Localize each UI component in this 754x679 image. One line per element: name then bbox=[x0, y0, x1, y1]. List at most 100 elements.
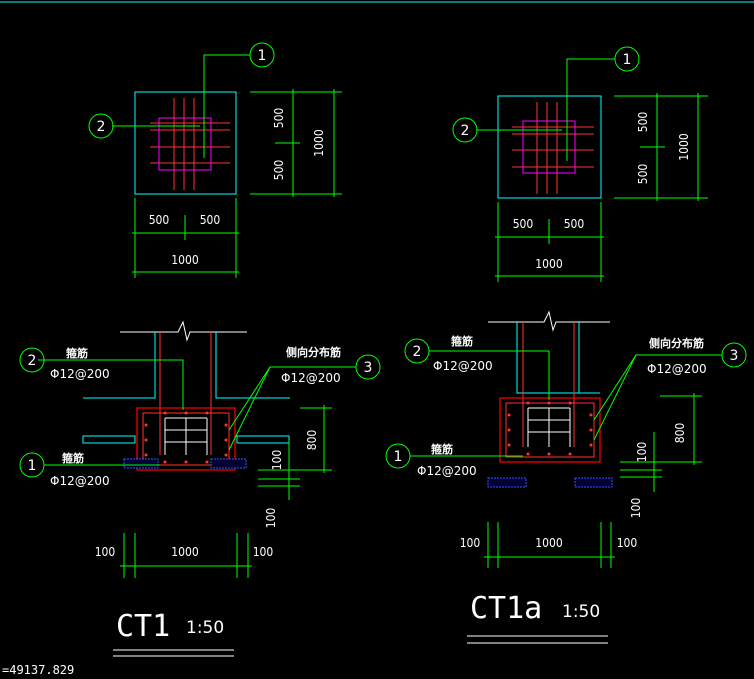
label-side-bar-name: 侧向分布筋 bbox=[649, 336, 704, 350]
dim-total-bottom: 1000 bbox=[171, 253, 199, 267]
cushion-left bbox=[82, 435, 136, 444]
leader-3b bbox=[593, 354, 637, 441]
plan-view-ct1a[interactable]: 1 2 500 500 1000 500 500 1000 bbox=[452, 46, 708, 282]
dim-top-left: 500 bbox=[513, 217, 534, 231]
section-scale: 1:50 bbox=[562, 602, 600, 622]
label-side-bar-name: 侧向分布筋 bbox=[286, 345, 341, 359]
label-stirrup-bottom-spec: Φ12@200 bbox=[50, 474, 110, 488]
dim-cover-2: 100 bbox=[629, 498, 643, 519]
dim-height: 800 bbox=[305, 430, 319, 451]
section-title: CT1 bbox=[116, 609, 170, 644]
rebar-grid bbox=[512, 102, 594, 194]
label-side-bar-spec: Φ12@200 bbox=[281, 371, 341, 385]
leader-1 bbox=[203, 54, 250, 158]
dim-top-left: 500 bbox=[149, 213, 170, 227]
marker-text-2: 2 bbox=[97, 119, 106, 135]
rebar-dots bbox=[144, 411, 228, 464]
dim-right-top: 500 bbox=[272, 108, 286, 129]
gravel-left bbox=[123, 458, 159, 469]
pile-cap-internal-bars bbox=[164, 417, 208, 455]
label-stirrup-top-name: 箍筋 bbox=[66, 346, 88, 360]
marker-text-2: 2 bbox=[461, 123, 470, 139]
dim-right-top: 500 bbox=[636, 112, 650, 133]
column-outline bbox=[134, 91, 237, 195]
marker-text-2: 2 bbox=[28, 353, 37, 369]
pile-cap-stirrup bbox=[505, 402, 595, 458]
section-dims-horizontal bbox=[484, 522, 615, 568]
gravel-right bbox=[210, 458, 247, 469]
pile-cap-outline bbox=[136, 407, 236, 471]
gravel-right bbox=[574, 477, 613, 488]
column-outline bbox=[516, 322, 600, 394]
dim-top-right: 500 bbox=[564, 217, 585, 231]
marker-circle-2 bbox=[88, 113, 114, 139]
marker-circle-1 bbox=[249, 42, 275, 68]
dim-total-bottom: 1000 bbox=[535, 257, 563, 271]
dim-cover-1: 100 bbox=[635, 442, 649, 463]
section-view-ct1a[interactable]: 2 1 3 箍筋 Φ12@200 箍筋 Φ12@200 侧向分布筋 Φ12@20… bbox=[385, 310, 747, 644]
leader-1 bbox=[566, 58, 615, 161]
rebar-grid bbox=[150, 98, 230, 190]
cushion-right bbox=[236, 435, 290, 444]
column-break-line bbox=[488, 310, 610, 332]
dim-cover-2: 100 bbox=[264, 508, 278, 529]
plan-dims-bottom bbox=[132, 198, 239, 278]
label-stirrup-bottom-spec: Φ12@200 bbox=[417, 464, 477, 478]
label-stirrup-top-spec: Φ12@200 bbox=[433, 359, 493, 373]
dim-cover-1: 100 bbox=[270, 450, 284, 471]
marker-text-3: 3 bbox=[730, 348, 739, 364]
dim-height: 800 bbox=[673, 423, 687, 444]
plan-dims-bottom bbox=[495, 202, 604, 282]
dim-total-right: 1000 bbox=[677, 133, 691, 161]
section-view-ct1[interactable]: 2 1 3 箍筋 Φ12@200 箍筋 Φ12@200 侧向分布筋 Φ12@20… bbox=[19, 320, 381, 657]
column-rebars bbox=[159, 332, 212, 455]
marker-text-1: 1 bbox=[258, 48, 267, 64]
pile-cap-internal-bars bbox=[527, 407, 571, 447]
marker-circle-3 bbox=[355, 354, 381, 380]
dim-mid: 1000 bbox=[535, 536, 563, 550]
marker-circle-1 bbox=[19, 452, 45, 478]
dim-right-bottom: 500 bbox=[636, 164, 650, 185]
label-stirrup-bottom-name: 箍筋 bbox=[62, 451, 84, 465]
dim-right: 100 bbox=[617, 536, 638, 550]
marker-text-1: 1 bbox=[623, 52, 632, 68]
marker-circle-1 bbox=[385, 443, 411, 469]
column-outline bbox=[497, 95, 602, 199]
marker-circle-1 bbox=[614, 46, 640, 72]
plan-view-ct1[interactable]: 1 2 500 500 1000 500 500 1000 bbox=[88, 42, 342, 278]
section-dims-vertical bbox=[258, 405, 332, 500]
marker-circle-2 bbox=[452, 117, 478, 143]
section-dims-vertical bbox=[620, 393, 702, 492]
dim-total-right: 1000 bbox=[312, 129, 326, 157]
coordinate-readout: =49137.829 bbox=[2, 663, 74, 677]
dim-top-right: 500 bbox=[200, 213, 221, 227]
plan-dims-right bbox=[250, 89, 342, 197]
leader-2 bbox=[38, 359, 184, 410]
label-stirrup-top-name: 箍筋 bbox=[451, 334, 473, 348]
column-break-line bbox=[120, 320, 247, 342]
label-stirrup-top-spec: Φ12@200 bbox=[50, 367, 110, 381]
label-stirrup-bottom-name: 箍筋 bbox=[431, 442, 453, 456]
stirrup-outline bbox=[522, 120, 576, 174]
leader-2 bbox=[429, 350, 550, 400]
marker-text-1: 1 bbox=[394, 449, 403, 465]
marker-circle-2 bbox=[19, 347, 45, 373]
stirrup-outline bbox=[158, 117, 212, 171]
rebar-dots bbox=[507, 401, 593, 456]
gravel-left bbox=[487, 477, 527, 488]
dim-left: 100 bbox=[460, 536, 481, 550]
marker-text-1: 1 bbox=[28, 458, 37, 474]
column-outline bbox=[83, 332, 290, 399]
dim-left: 100 bbox=[95, 545, 116, 559]
column-rebars bbox=[522, 322, 575, 447]
section-dims-horizontal bbox=[120, 533, 252, 578]
label-side-bar-spec: Φ12@200 bbox=[647, 362, 707, 376]
section-title: CT1a bbox=[470, 591, 542, 626]
plan-dims-right bbox=[614, 93, 708, 201]
marker-circle-2 bbox=[404, 338, 430, 364]
dim-right-bottom: 500 bbox=[272, 160, 286, 181]
dim-right: 100 bbox=[253, 545, 274, 559]
marker-text-3: 3 bbox=[364, 360, 373, 376]
marker-text-2: 2 bbox=[413, 344, 422, 360]
